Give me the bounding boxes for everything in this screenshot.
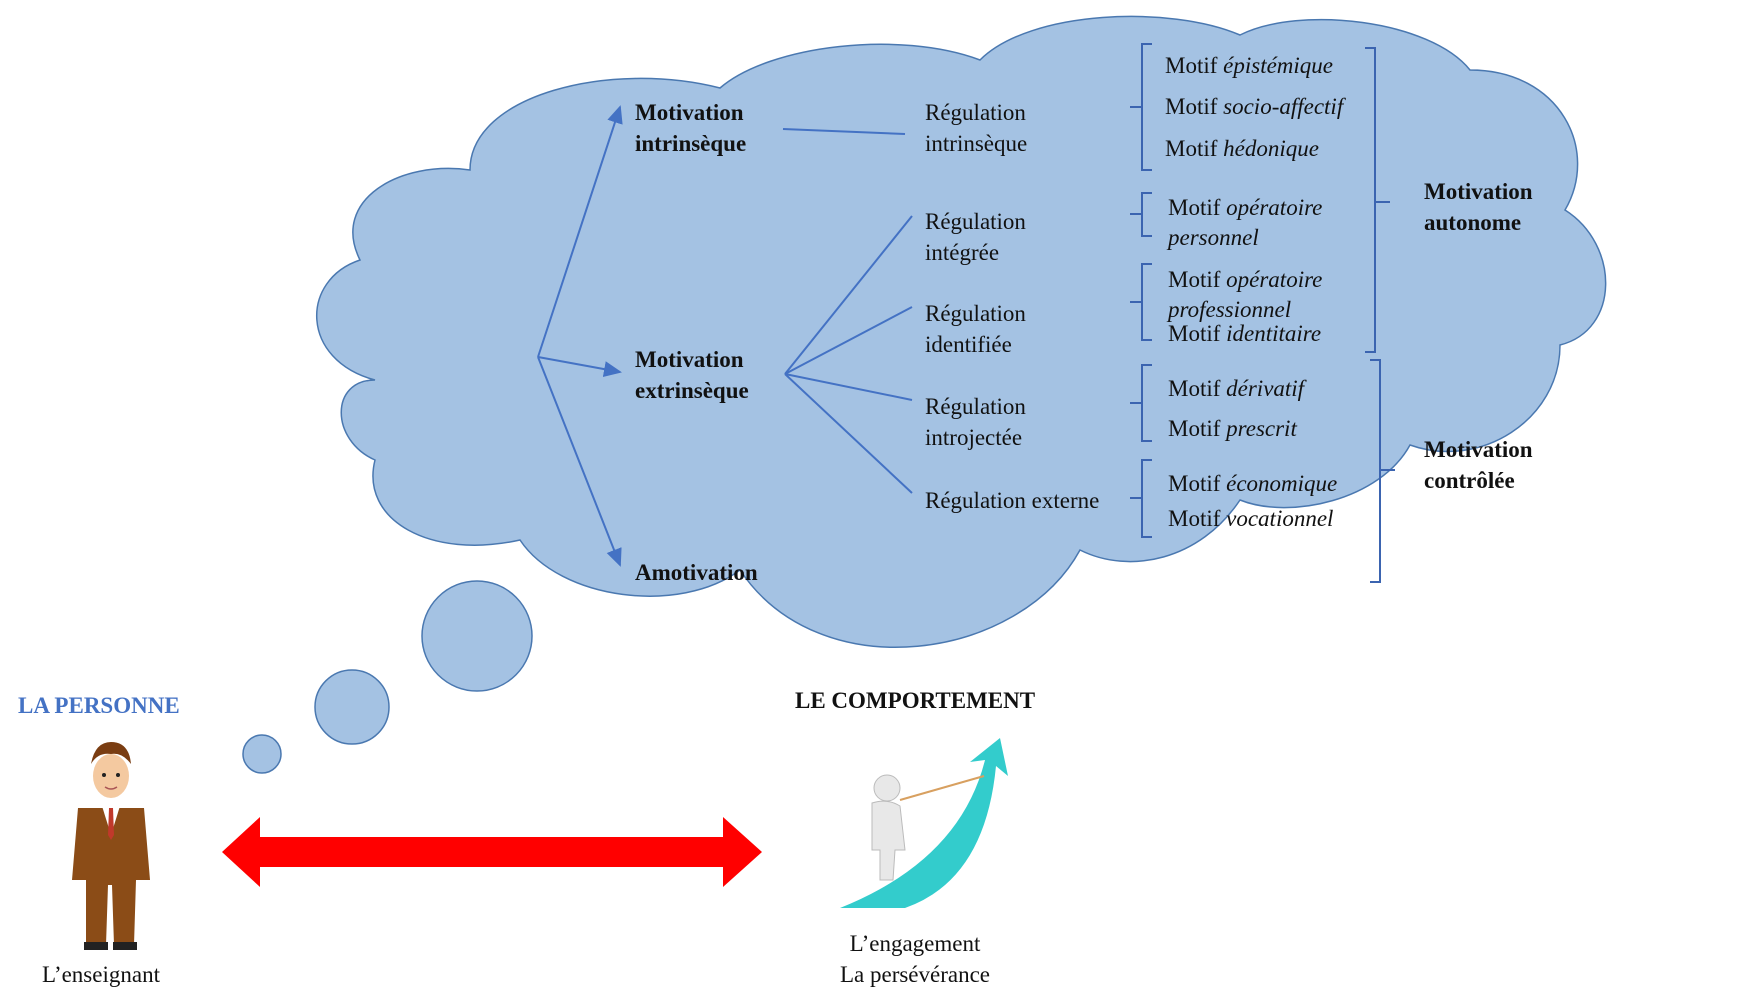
motif-name: épistémique [1223,53,1333,78]
motif-prefix: Motif [1165,136,1218,161]
motif-name: opératoire [1226,195,1323,220]
label-motivation-intrinseque-1: Motivation [635,100,744,125]
motif-economique: Motif économique [1168,468,1337,499]
motif-prefix: Motif [1168,471,1221,496]
group-autonome-2: autonome [1424,210,1522,235]
motif-name: prescrit [1226,416,1297,441]
regulation-intrinseque-2: intrinsèque [925,131,1028,156]
bracket-intrinseque [1130,43,1152,171]
motif-prefix: Motif [1168,416,1221,441]
line-identifiee [784,306,913,375]
motif-prefix: Motif [1168,376,1221,401]
motif-operatoire-professionnel-2: professionnel [1168,297,1292,322]
arrow-to-extrinsic [537,356,622,377]
behaviour-caption-2: La persévérance [839,962,991,987]
motif-vocationnel: Motif vocationnel [1168,503,1333,534]
bracket-autonome [1365,47,1390,353]
behaviour-caption-1: L’engagement [849,931,981,956]
label-motivation-extrinseque-1: Motivation [635,347,744,372]
person-caption: L’enseignant [42,962,160,987]
motif-prefix: Motif [1168,267,1221,292]
regulation-introjectee-2: introjectée [925,425,1023,450]
arrow-to-amotivation [537,356,622,567]
regulation-lines [782,128,913,494]
motif-name: identitaire [1226,321,1322,346]
motif-operatoire-professionnel-1: Motif opératoire [1168,264,1322,295]
motif-derivatif: Motif dérivatif [1168,373,1304,404]
line-intrinsic-regulation [782,128,906,135]
motif-identitaire: Motif identitaire [1168,318,1321,349]
motif-prefix: Motif [1168,195,1221,220]
group-controlee-2: contrôlée [1424,468,1515,493]
thought-bubble-small [242,734,282,774]
bracket-externe [1130,459,1152,538]
motif-prefix: Motif [1168,321,1221,346]
label-motivation-intrinseque-2: intrinsèque [635,131,747,156]
regulation-integree-2: intégrée [925,240,1000,265]
line-externe [784,373,913,494]
motif-socio-affectif: Motif socio-affectif [1165,91,1343,122]
regulation-identifiee-1: Régulation [925,301,1026,326]
motif-operatoire-personnel-1: Motif opératoire [1168,192,1322,223]
motif-name: dérivatif [1226,376,1305,401]
arrow-to-intrinsic [537,105,623,358]
person-figure [72,742,150,950]
regulation-introjectee-1: Régulation [925,394,1026,419]
motif-prefix: Motif [1165,53,1218,78]
line-introjectee [784,373,913,401]
cloud-shape [315,15,1607,648]
bracket-introjectee [1130,364,1152,442]
regulation-externe: Régulation externe [925,488,1100,513]
motif-prefix: Motif [1165,94,1218,119]
behaviour-figure [840,738,1008,908]
motif-prescrit: Motif prescrit [1168,413,1297,444]
regulation-identifiee-2: identifiée [925,332,1012,357]
motif-name: socio-affectif [1223,94,1344,119]
motif-hedonique: Motif hédonique [1165,133,1319,164]
group-controlee-1: Motivation [1424,437,1533,462]
motif-epistemique: Motif épistémique [1165,50,1333,81]
motif-name: hédonique [1223,136,1319,161]
line-integree [784,215,913,375]
group-autonome-1: Motivation [1424,179,1533,204]
bracket-identifiee [1130,263,1152,341]
brackets [1130,43,1395,583]
motif-prefix: Motif [1168,506,1221,531]
regulation-intrinseque-1: Régulation [925,100,1026,125]
regulation-integree-1: Régulation [925,209,1026,234]
motif-name: vocationnel [1226,506,1334,531]
bracket-controlee [1370,359,1395,583]
motif-operatoire-personnel-2: personnel [1168,225,1259,250]
motif-name: économique [1226,471,1338,496]
label-motivation-extrinseque-2: extrinsèque [635,378,749,403]
thought-cloud [242,15,1607,774]
motivation-arrows [537,105,623,567]
growth-arrow [840,738,1008,908]
thought-bubble-large [421,580,533,692]
behaviour-title: LE COMPORTEMENT [795,688,1036,713]
person-title: LA PERSONNE [18,693,180,718]
label-amotivation: Amotivation [635,560,758,585]
double-arrow [222,817,762,887]
thought-bubble-medium [314,669,390,745]
motif-name: opératoire [1226,267,1323,292]
bracket-integree [1130,192,1152,237]
